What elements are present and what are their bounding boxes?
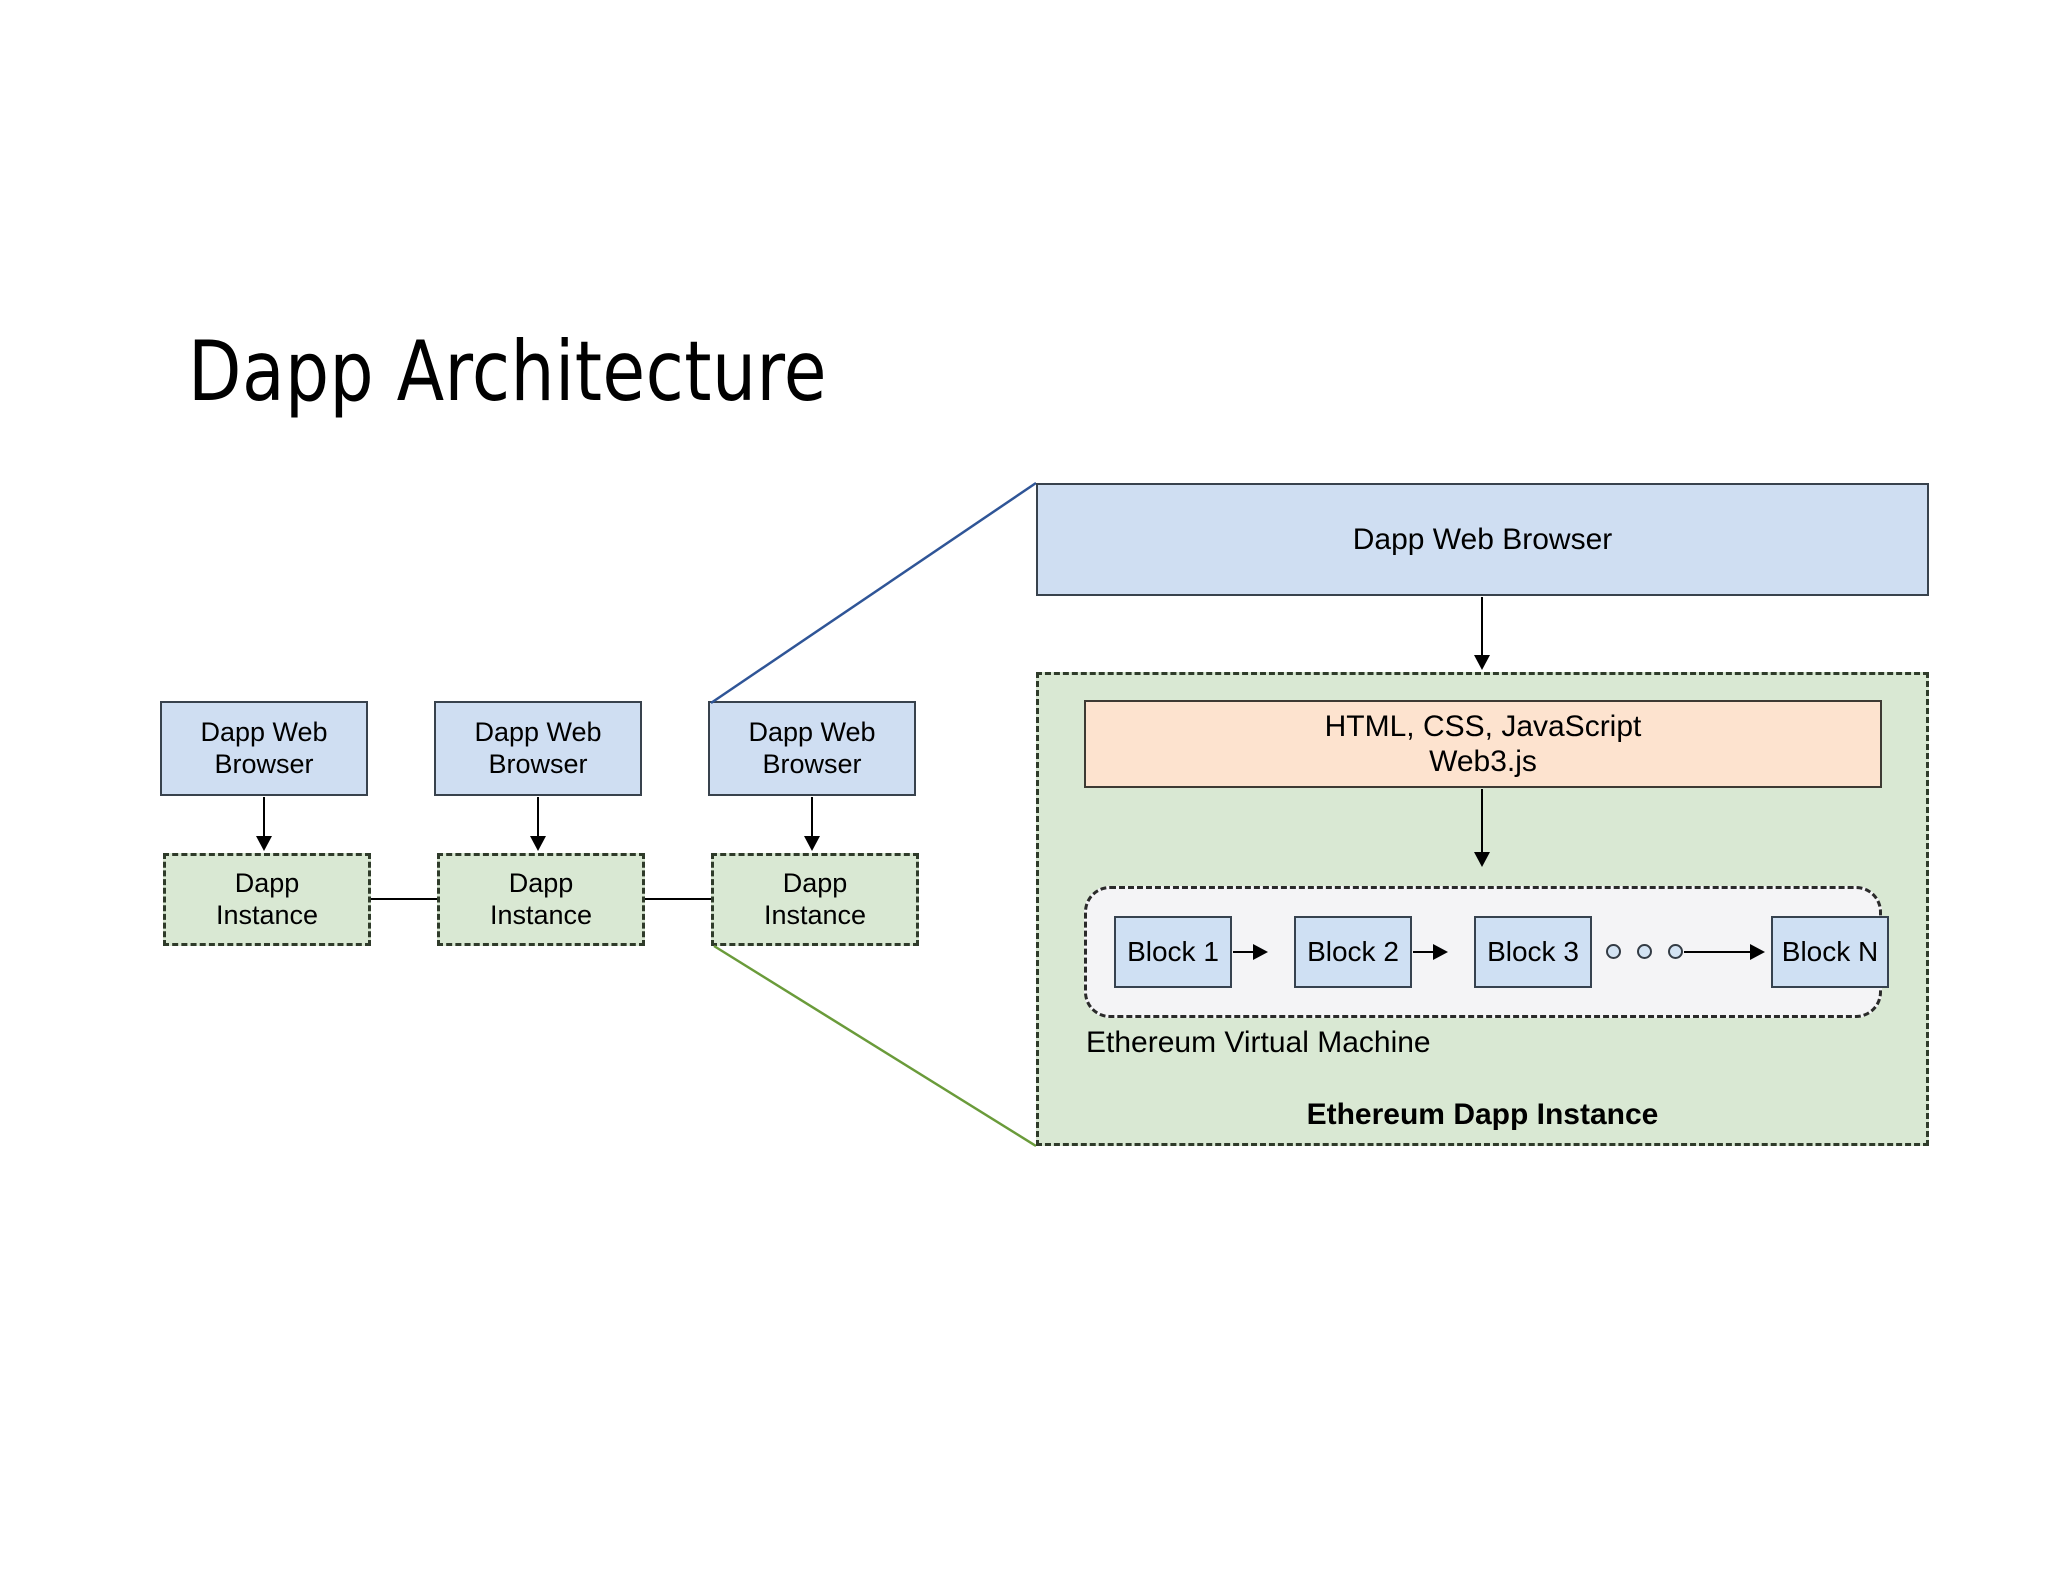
block-2-label: Block 2 <box>1307 936 1399 968</box>
page-title: Dapp Architecture <box>188 323 827 420</box>
arrow-head-browser-to-instance <box>1474 655 1490 670</box>
leader-line-green <box>713 944 1037 1148</box>
arrow-head-browser2-to-instance2 <box>530 836 546 851</box>
left-browser-1-line2: Browser <box>214 748 314 779</box>
left-instance-2-line2: Instance <box>489 899 593 930</box>
arrow-line-dots-to-blockN <box>1684 951 1752 953</box>
detail-browser-box[interactable]: Dapp Web Browser <box>1036 483 1929 596</box>
left-browser-3[interactable]: Dapp Web Browser <box>708 701 916 796</box>
arrow-head-stack-to-evm <box>1474 852 1490 867</box>
arrow-line-block2-block3 <box>1413 951 1435 953</box>
ethereum-dapp-instance-label: Ethereum Dapp Instance <box>1306 1098 1659 1131</box>
left-browser-3-line1: Dapp Web <box>748 716 876 747</box>
web-stack-line1: HTML, CSS, JavaScript <box>1324 709 1642 743</box>
arrow-line-block1-block2 <box>1233 951 1255 953</box>
block-n-label: Block N <box>1781 936 1879 968</box>
block-3-label: Block 3 <box>1487 936 1579 968</box>
left-browser-1[interactable]: Dapp Web Browser <box>160 701 368 796</box>
left-instance-3-line1: Dapp <box>782 867 848 898</box>
left-browser-3-line2: Browser <box>762 748 862 779</box>
ellipsis-dot-3 <box>1668 944 1683 959</box>
leader-line-blue <box>710 481 1037 705</box>
left-instance-1-line2: Instance <box>215 899 319 930</box>
left-instance-1[interactable]: Dapp Instance <box>163 853 371 946</box>
left-instance-1-line1: Dapp <box>234 867 300 898</box>
left-instance-3-line2: Instance <box>763 899 867 930</box>
arrow-line-browser-to-instance <box>1481 597 1483 658</box>
left-browser-2[interactable]: Dapp Web Browser <box>434 701 642 796</box>
left-instance-2-line1: Dapp <box>508 867 574 898</box>
left-browser-1-line1: Dapp Web <box>200 716 328 747</box>
left-instance-3[interactable]: Dapp Instance <box>711 853 919 946</box>
evm-label: Ethereum Virtual Machine <box>1086 1026 1431 1059</box>
block-2[interactable]: Block 2 <box>1294 916 1412 988</box>
block-1-label: Block 1 <box>1127 936 1219 968</box>
arrow-head-browser3-to-instance3 <box>804 836 820 851</box>
arrow-line-stack-to-evm <box>1481 789 1483 854</box>
arrow-line-browser3-to-instance3 <box>811 797 813 839</box>
arrow-head-dots-to-blockN <box>1750 944 1765 960</box>
left-browser-2-line2: Browser <box>488 748 588 779</box>
peer-link-instance2-instance3 <box>645 898 711 900</box>
arrow-line-browser2-to-instance2 <box>537 797 539 839</box>
ellipsis-dot-1 <box>1606 944 1621 959</box>
left-instance-2[interactable]: Dapp Instance <box>437 853 645 946</box>
left-browser-2-line1: Dapp Web <box>474 716 602 747</box>
detail-browser-label: Dapp Web Browser <box>1352 522 1613 556</box>
arrow-line-browser1-to-instance1 <box>263 797 265 839</box>
web-stack-box[interactable]: HTML, CSS, JavaScript Web3.js <box>1084 700 1882 788</box>
arrow-head-block2-block3 <box>1433 944 1448 960</box>
arrow-head-browser1-to-instance1 <box>256 836 272 851</box>
ellipsis-dot-2 <box>1637 944 1652 959</box>
block-n[interactable]: Block N <box>1771 916 1889 988</box>
block-3[interactable]: Block 3 <box>1474 916 1592 988</box>
peer-link-instance1-instance2 <box>371 898 437 900</box>
arrow-head-block1-block2 <box>1253 944 1268 960</box>
web-stack-line2: Web3.js <box>1429 745 1537 778</box>
block-1[interactable]: Block 1 <box>1114 916 1232 988</box>
